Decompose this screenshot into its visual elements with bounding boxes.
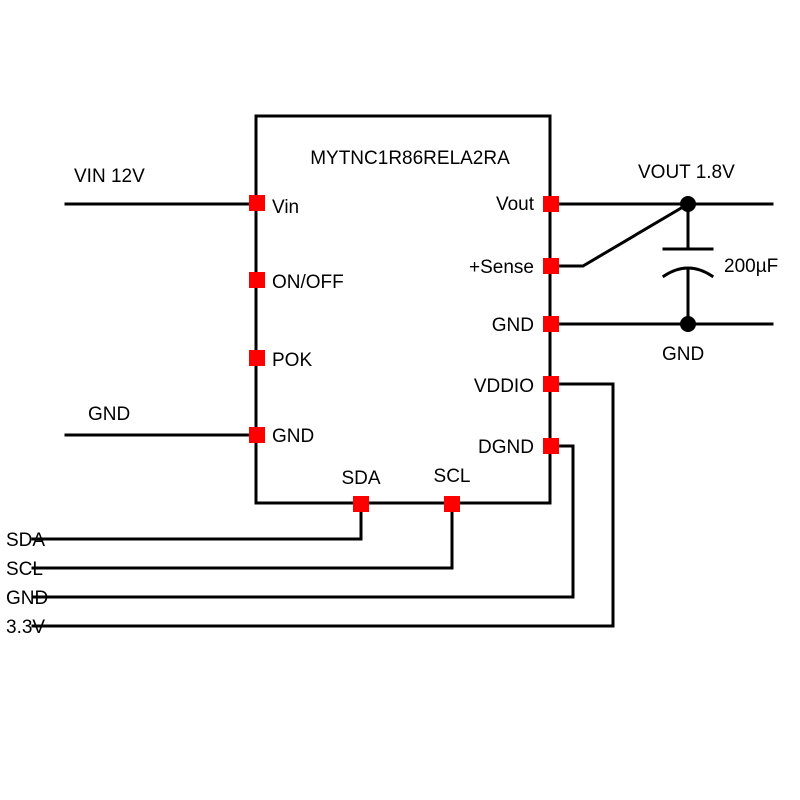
pin-sense xyxy=(543,258,559,274)
net-label-vout: VOUT 1.8V xyxy=(638,162,735,183)
pin-vout xyxy=(543,196,559,212)
net-label-3v3: 3.3V xyxy=(6,617,45,638)
scl-wire xyxy=(31,501,454,570)
pin-vin xyxy=(249,195,265,211)
pin-label-on-off: ON/OFF xyxy=(272,272,344,293)
pin-dgnd xyxy=(543,438,559,454)
net-label-scl: SCL xyxy=(6,559,43,580)
net-label-sda: SDA xyxy=(6,530,45,551)
junction-dot-gnd xyxy=(680,316,696,332)
chip-part-number: MYTNC1R86RELA2RA xyxy=(310,148,510,169)
sense-wire xyxy=(548,201,691,268)
pin-gnd-left xyxy=(249,427,265,443)
pin-label-gnd-right: GND xyxy=(492,315,534,336)
pin-vddio xyxy=(543,376,559,392)
pin-gnd-right xyxy=(543,316,559,332)
pin-label-vout: Vout xyxy=(496,194,535,215)
net-label-gnd-bus: GND xyxy=(6,588,48,609)
dgnd-wire xyxy=(31,444,575,599)
pin-label-vin: Vin xyxy=(272,197,299,218)
pin-label-pok: POK xyxy=(272,350,312,371)
pin-label-vddio: VDDIO xyxy=(474,376,534,397)
pin-label-dgnd: DGND xyxy=(478,437,534,458)
pin-sda xyxy=(353,496,369,512)
pin-label-scl: SCL xyxy=(434,466,471,487)
sda-wire xyxy=(31,501,363,541)
net-label-gnd-left: GND xyxy=(88,404,130,425)
junction-dot-vout xyxy=(680,196,696,212)
pin-scl xyxy=(444,496,460,512)
chip-body xyxy=(254,114,552,505)
capacitor-value: 200µF xyxy=(724,256,778,277)
pin-pok xyxy=(249,350,265,366)
pin-label-gnd-left: GND xyxy=(272,426,314,447)
pin-on-off xyxy=(249,272,265,288)
pin-label-sda: SDA xyxy=(341,468,380,489)
pin-label-sense: +Sense xyxy=(469,257,534,278)
net-label-gnd-output: GND xyxy=(662,344,704,365)
vddio-wire xyxy=(31,382,615,628)
net-label-vin: VIN 12V xyxy=(74,166,145,187)
